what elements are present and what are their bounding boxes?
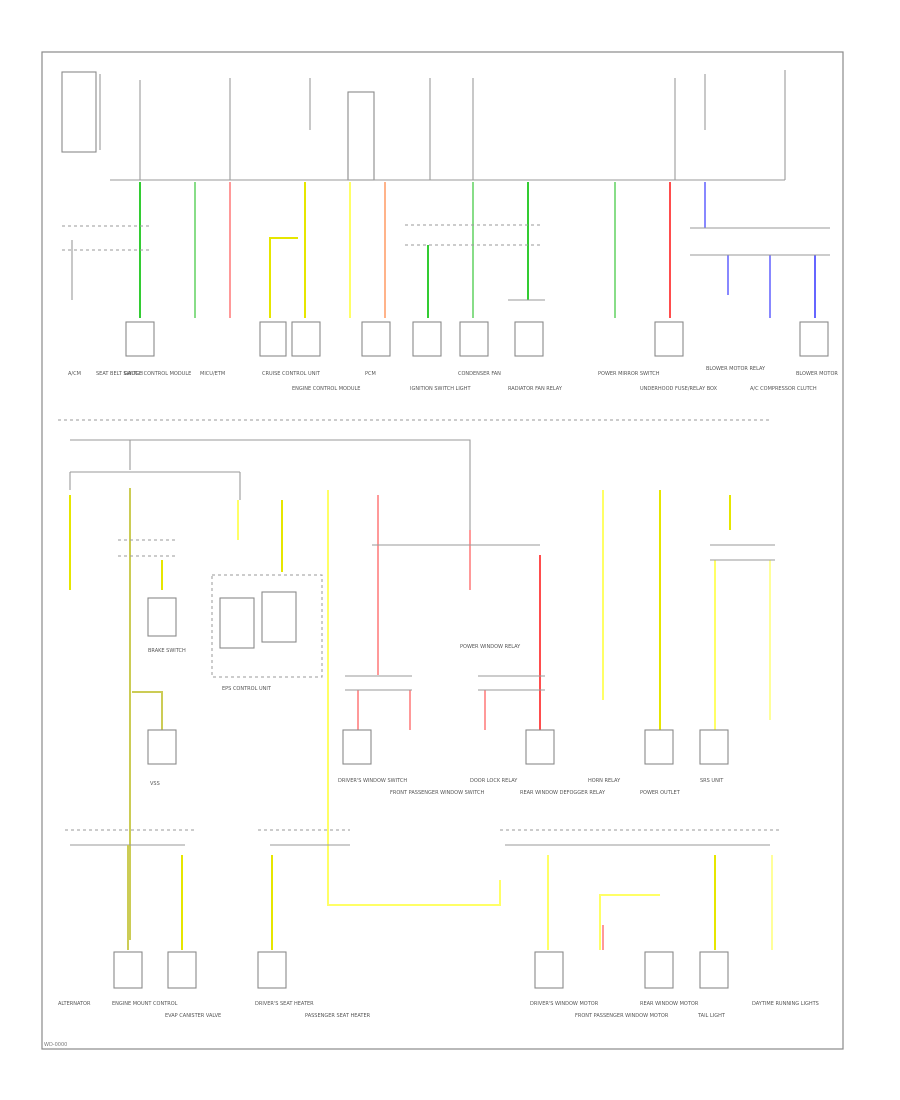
diagram-frame: [41, 51, 844, 1050]
cap-c27: ALTERNATOR: [58, 1001, 91, 1007]
relay-box-top: [347, 91, 375, 181]
comp-box-c12: [654, 321, 684, 357]
wire-yellow-m5: [327, 490, 501, 906]
cap-c28: ENGINE MOUNT CONTROL: [112, 1001, 178, 1007]
cap-c20: DRIVER'S WINDOW SWITCH: [338, 778, 407, 784]
cap-c13: BLOWER MOTOR RELAY: [706, 366, 766, 372]
cap-c16: EPS CONTROL UNIT: [222, 686, 272, 692]
cap-c22: DOOR LOCK RELAY: [470, 778, 518, 784]
cap-c23: REAR WINDOW DEFOGGER RELAY: [520, 790, 606, 796]
cap-c31: PASSENGER SEAT HEATER: [305, 1013, 371, 1019]
comp-box-c17: [147, 597, 177, 637]
cap-c12: UNDERHOOD FUSE/RELAY BOX: [640, 386, 718, 392]
cap-c10: RADIATOR FAN RELAY: [508, 386, 563, 392]
comp-box-c26: [699, 729, 729, 765]
comp-box-c15: [799, 321, 829, 357]
cap-c19: POWER WINDOW RELAY: [460, 644, 521, 650]
cap-c17: BRAKE SWITCH: [148, 648, 186, 654]
cap-c1: A/CM: [68, 371, 81, 377]
comp-box-c28: [113, 951, 143, 989]
cap-c9: CONDENSER FAN: [458, 371, 501, 377]
cap-c6: ENGINE CONTROL MODULE: [292, 386, 360, 392]
wire-olive-m2: [132, 691, 163, 730]
comp-box-c9: [459, 321, 489, 357]
cap-c35: TAIL LIGHT: [697, 1013, 726, 1019]
cap-c7: PCM: [365, 371, 376, 377]
cap-c18: VSS: [150, 781, 160, 787]
comp-box-c18: [147, 729, 177, 765]
cap-c36: DAYTIME RUNNING LIGHTS: [752, 1001, 819, 1007]
comp-box-c34: [644, 951, 674, 989]
comp-box-c32: [534, 951, 564, 989]
eps-group: [211, 574, 323, 678]
comp-box-c20: [342, 729, 372, 765]
cap-c2: SEAT BELT SWITCH: [96, 371, 143, 377]
section-3: ALTERNATOR ENGINE MOUNT CONTROL EVAP CAN…: [58, 829, 819, 1019]
comp-box-c30: [257, 951, 287, 989]
comp-box-c35: [699, 951, 729, 989]
comp-box-c25: [644, 729, 674, 765]
cap-c29: EVAP CANISTER VALVE: [165, 1013, 221, 1019]
cap-c11: POWER MIRROR SWITCH: [598, 371, 660, 377]
wire-yellow-b4: [599, 894, 660, 950]
cap-c3: GAUGE CONTROL MODULE: [124, 371, 191, 377]
comp-box-c8: [412, 321, 442, 357]
cap-c15: BLOWER MOTOR: [796, 371, 838, 377]
comp-box-c3: [125, 321, 155, 357]
cap-c14: A/C COMPRESSOR CLUTCH: [750, 386, 817, 392]
cap-c30: DRIVER'S SEAT HEATER: [255, 1001, 314, 1007]
cap-c34: REAR WINDOW MOTOR: [640, 1001, 699, 1007]
cap-c25: POWER OUTLET: [640, 790, 681, 796]
legend-block: [61, 71, 97, 153]
cap-c32: DRIVER'S WINDOW MOTOR: [530, 1001, 599, 1007]
comp-box-c6a: [259, 321, 287, 357]
cap-c4: MICU/ETM: [200, 371, 225, 377]
section-1: A/CM SEAT BELT SWITCH GAUGE CONTROL MODU…: [61, 70, 838, 392]
cap-c33: FRONT PASSENGER WINDOW MOTOR: [575, 1013, 669, 1019]
cap-c24: HORN RELAY: [588, 778, 621, 784]
wire-yellow-1: [269, 237, 298, 318]
cap-c5: CRUISE CONTROL UNIT: [262, 371, 321, 377]
section-2: EPS CONTROL UNIT BRAKE SWITCH VSS POWER …: [69, 439, 775, 940]
comp-box-c23: [525, 729, 555, 765]
comp-box-c6b: [291, 321, 321, 357]
cap-c26: SRS UNIT: [700, 778, 724, 784]
comp-box-c10: [514, 321, 544, 357]
cap-c8: IGNITION SWITCH LIGHT: [410, 386, 471, 392]
comp-box-c29: [167, 951, 197, 989]
footer-code: WD-0000: [44, 1042, 67, 1048]
cap-c21: FRONT PASSENGER WINDOW SWITCH: [390, 790, 484, 796]
comp-box-c7: [361, 321, 391, 357]
